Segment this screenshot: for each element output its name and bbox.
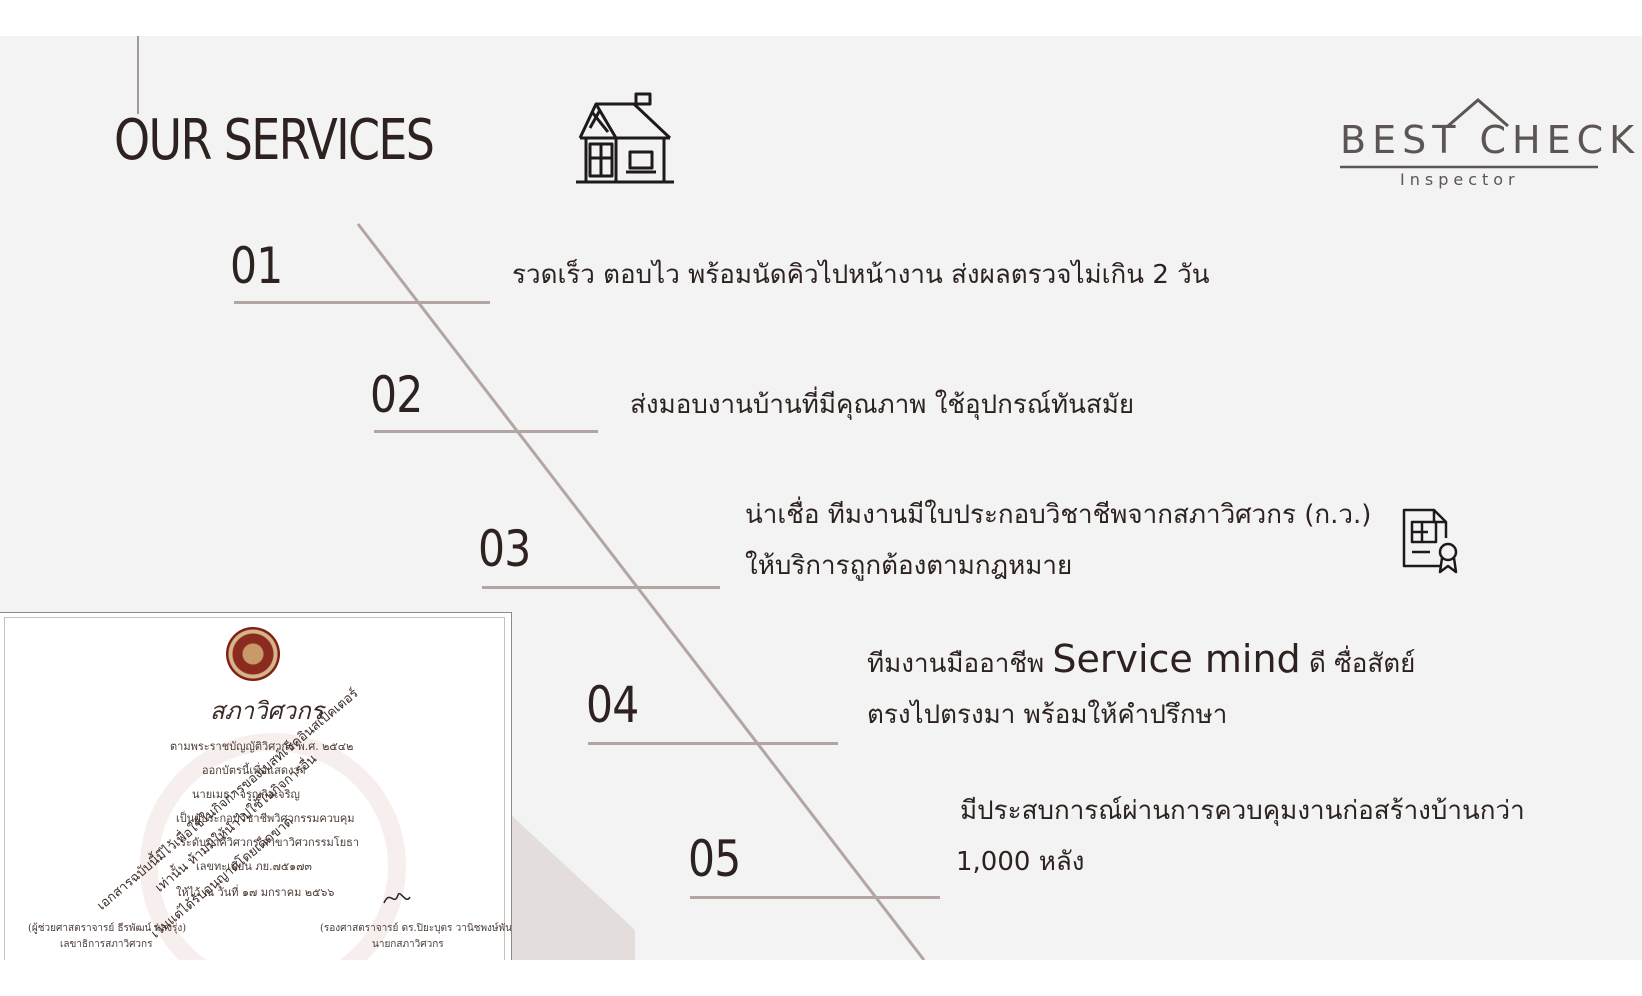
best-check-logo: BEST CHECK Inspector <box>1336 70 1634 190</box>
service-text-05: มีประสบการณ์ผ่านการควบคุมงานก่อสร้างบ้าน… <box>956 796 1525 877</box>
engineer-license-certificate: สภาวิศวกร ตามพระราชบัญญัติวิศวกร พ.ศ. ๒๕… <box>0 612 512 960</box>
logo-roof-icon <box>1340 98 1598 169</box>
background-wedge <box>510 814 635 960</box>
service-number-05: 05 <box>688 830 741 888</box>
certificate-line: ให้ไว้ ณ วันที่ ๑๗ มกราคม ๒๕๖๖ <box>176 886 335 899</box>
certificate-line: นายกสภาวิศวกร <box>372 939 444 950</box>
diagonal-divider <box>356 223 926 960</box>
certificate-line: เลขทะเบียน ภย.๗๕๑๗๓ <box>196 860 312 873</box>
service-text-01: รวดเร็ว ตอบไว พร้อมนัดคิวไปหน้างาน ส่งผล… <box>512 260 1210 290</box>
service-underline-03 <box>482 586 720 589</box>
certificate-line: นายเมธา จรูญกิจเจริญ <box>192 788 300 801</box>
certificate-frame <box>4 617 505 960</box>
service-number-01: 01 <box>230 237 283 295</box>
service-underline-02 <box>374 430 598 433</box>
certificate-line: เลขาธิการสภาวิศวกร <box>60 939 153 950</box>
service-underline-01 <box>234 301 490 304</box>
service-number-04: 04 <box>586 676 639 734</box>
certificate-title: สภาวิศวกร <box>210 697 324 725</box>
certificate-icon <box>1402 508 1458 574</box>
logo-subtitle: Inspector <box>1400 170 1520 189</box>
service-number-03: 03 <box>478 520 531 578</box>
logo-brand: BEST CHECK <box>1340 118 1641 162</box>
service-text-02: ส่งมอบงานบ้านที่มีคุณภาพ ใช้อุปกรณ์ทันสม… <box>630 390 1135 420</box>
service-text-03: น่าเชื่อ ทีมงานมีใบประกอบวิชาชีพจากสภาวิ… <box>745 500 1372 581</box>
top-accent-rule <box>137 36 139 114</box>
page-title: OUR SERVICES <box>114 108 435 173</box>
service-number-02: 02 <box>370 366 423 424</box>
signature-icon <box>383 892 411 904</box>
service-underline-04 <box>588 742 838 745</box>
council-seal-icon <box>226 627 280 681</box>
certificate-line: (รองศาสตราจารย์ ดร.ปิยะบุตร วานิชพงษ์พัน… <box>320 923 512 934</box>
certificate-line: ออกบัตรนี้เพื่อแสดงว่า <box>202 764 306 777</box>
service-underline-05 <box>690 896 940 899</box>
house-icon <box>576 92 674 184</box>
certificate-line: (ผู้ช่วยศาสตราจารย์ ธีรพัฒน์ แสงรุ่ง) <box>28 923 187 934</box>
certificate-line: ระดับภาคีวิศวกร สาขาวิศวกรรมโยธา <box>180 836 360 849</box>
certificate-line: เป็นผู้ประกอบวิชาชีพวิศวกรรมควบคุม <box>176 812 355 825</box>
service-text-04: ทีมงานมืออาชีพ Service mind ดี ซื่อสัตย์… <box>867 637 1416 730</box>
certificate-line: ตามพระราชบัญญัติวิศวกร พ.ศ. ๒๕๔๒ <box>170 740 354 753</box>
services-slide: OUR SERVICES BEST CHECK Inspector 01 <box>0 36 1642 960</box>
